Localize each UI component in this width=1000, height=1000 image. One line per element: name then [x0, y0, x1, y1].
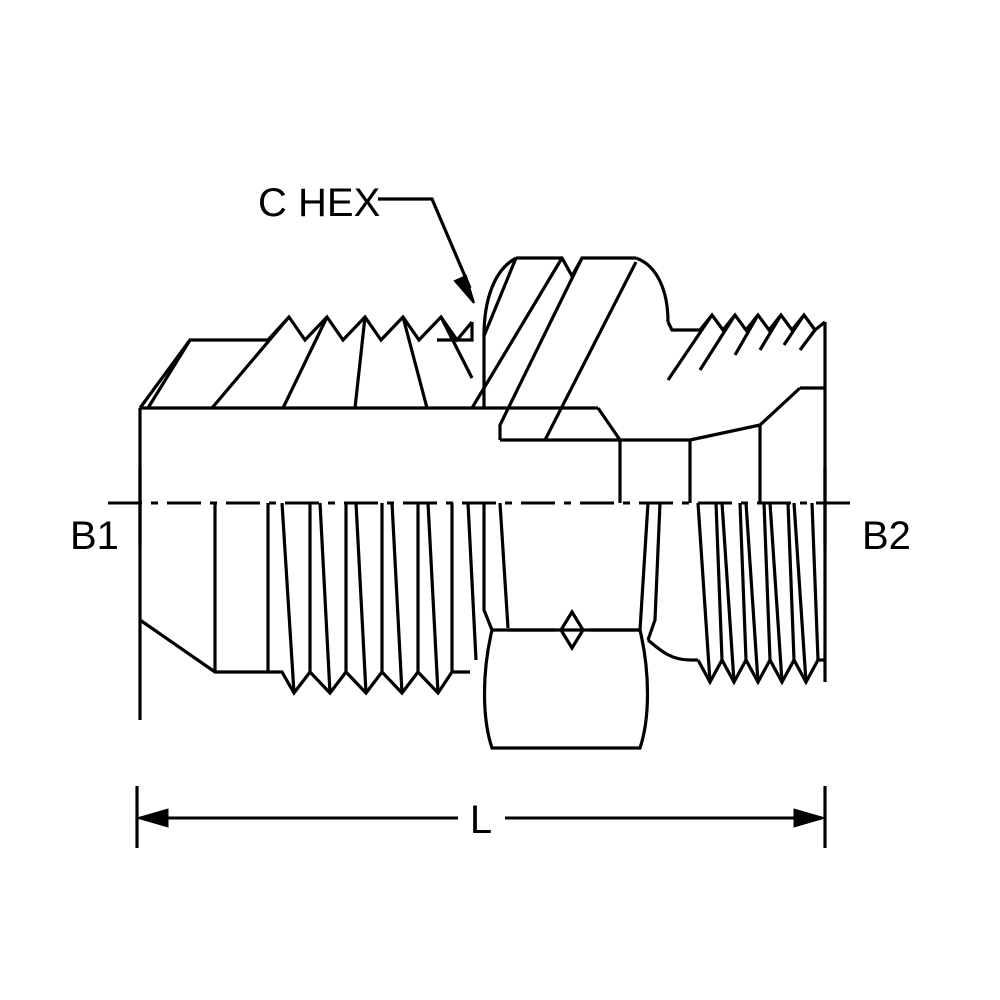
hex-right-step — [666, 321, 700, 332]
hex-lower-left-flank — [482, 503, 494, 631]
upper-half — [138, 256, 827, 503]
left-thread-root-top — [146, 339, 192, 409]
left-thread-crest-bottom — [268, 669, 470, 696]
hex-right-chamfer-arc — [635, 256, 670, 323]
thread-flank-lr-8 — [786, 502, 796, 661]
thread-flank-ul-2 — [281, 316, 329, 409]
length-label: L — [470, 798, 492, 842]
thread-flank-ur-5 — [782, 314, 806, 346]
hex-lower-body — [482, 628, 650, 750]
hex-lower-left-flank2 — [498, 502, 510, 629]
right-relief-arc — [646, 638, 691, 662]
thread-flank-lr-4 — [738, 502, 748, 661]
thread-flank-lr-2 — [714, 502, 724, 661]
hex-flat-line-1 — [482, 257, 518, 408]
hex-lower-right-flank — [638, 502, 650, 631]
hex-flat-line-4 — [543, 261, 638, 441]
c-hex-callout — [378, 197, 475, 304]
thread-flank-lr-5 — [744, 502, 760, 683]
thread-flank-ll-1 — [280, 502, 296, 694]
hex-left-step — [437, 322, 474, 342]
thread-flank-ur-2 — [698, 314, 737, 371]
thread-flank-ul-3 — [353, 316, 367, 409]
length-dimension — [135, 786, 827, 848]
hex-corner-diamond — [559, 608, 585, 652]
thread-flank-lr-1 — [696, 502, 712, 683]
thread-flank-ll-3 — [318, 502, 332, 694]
lower-half — [138, 502, 827, 750]
b2-label: B2 — [862, 514, 911, 558]
hex-flat-line-2 — [470, 257, 564, 409]
right-collar-slope — [689, 423, 762, 503]
right-thread-crest-bottom — [696, 656, 825, 686]
thread-flank-lr-7 — [768, 502, 784, 683]
thread-flank-lr-10 — [810, 502, 820, 661]
thread-flank-ur-3 — [733, 314, 760, 356]
left-chamfer-top — [138, 338, 268, 409]
thread-flank-ur-6 — [798, 329, 817, 351]
thread-flank-ll-7 — [390, 502, 404, 694]
hex-left-chamfer-arc — [482, 256, 517, 337]
thread-flank-ul-1 — [210, 315, 291, 410]
b1-label: B1 — [70, 514, 119, 558]
c-hex-label: C HEX — [258, 181, 380, 225]
thread-flank-ll-5 — [354, 502, 368, 694]
dim-arrow-left — [135, 808, 169, 828]
thread-flank-lr-9 — [792, 502, 808, 683]
port-markers — [138, 468, 827, 545]
hex-flat-line-3 — [498, 257, 584, 440]
right-thread-crest-top — [698, 312, 826, 333]
thread-flank-lr-3 — [720, 502, 736, 683]
thread-flank-ll-9 — [426, 502, 440, 694]
thread-flank-lr-6 — [762, 502, 772, 661]
thread-flank-ul-5 — [439, 316, 474, 379]
left-chamfer-bottom — [139, 618, 268, 674]
thread-flank-ll-11 — [466, 502, 478, 661]
c-hex-leader-line — [378, 197, 472, 289]
thread-flank-ur-4 — [758, 314, 783, 351]
hex-lower-right-flank2 — [646, 502, 662, 641]
dim-arrow-right — [793, 808, 827, 828]
c-hex-arrowhead — [453, 274, 475, 304]
hex-body-shoulder — [596, 407, 622, 503]
thread-flank-ur-1 — [666, 314, 714, 381]
thread-flank-ul-4 — [401, 316, 429, 409]
right-collar-slope2 — [758, 386, 802, 427]
